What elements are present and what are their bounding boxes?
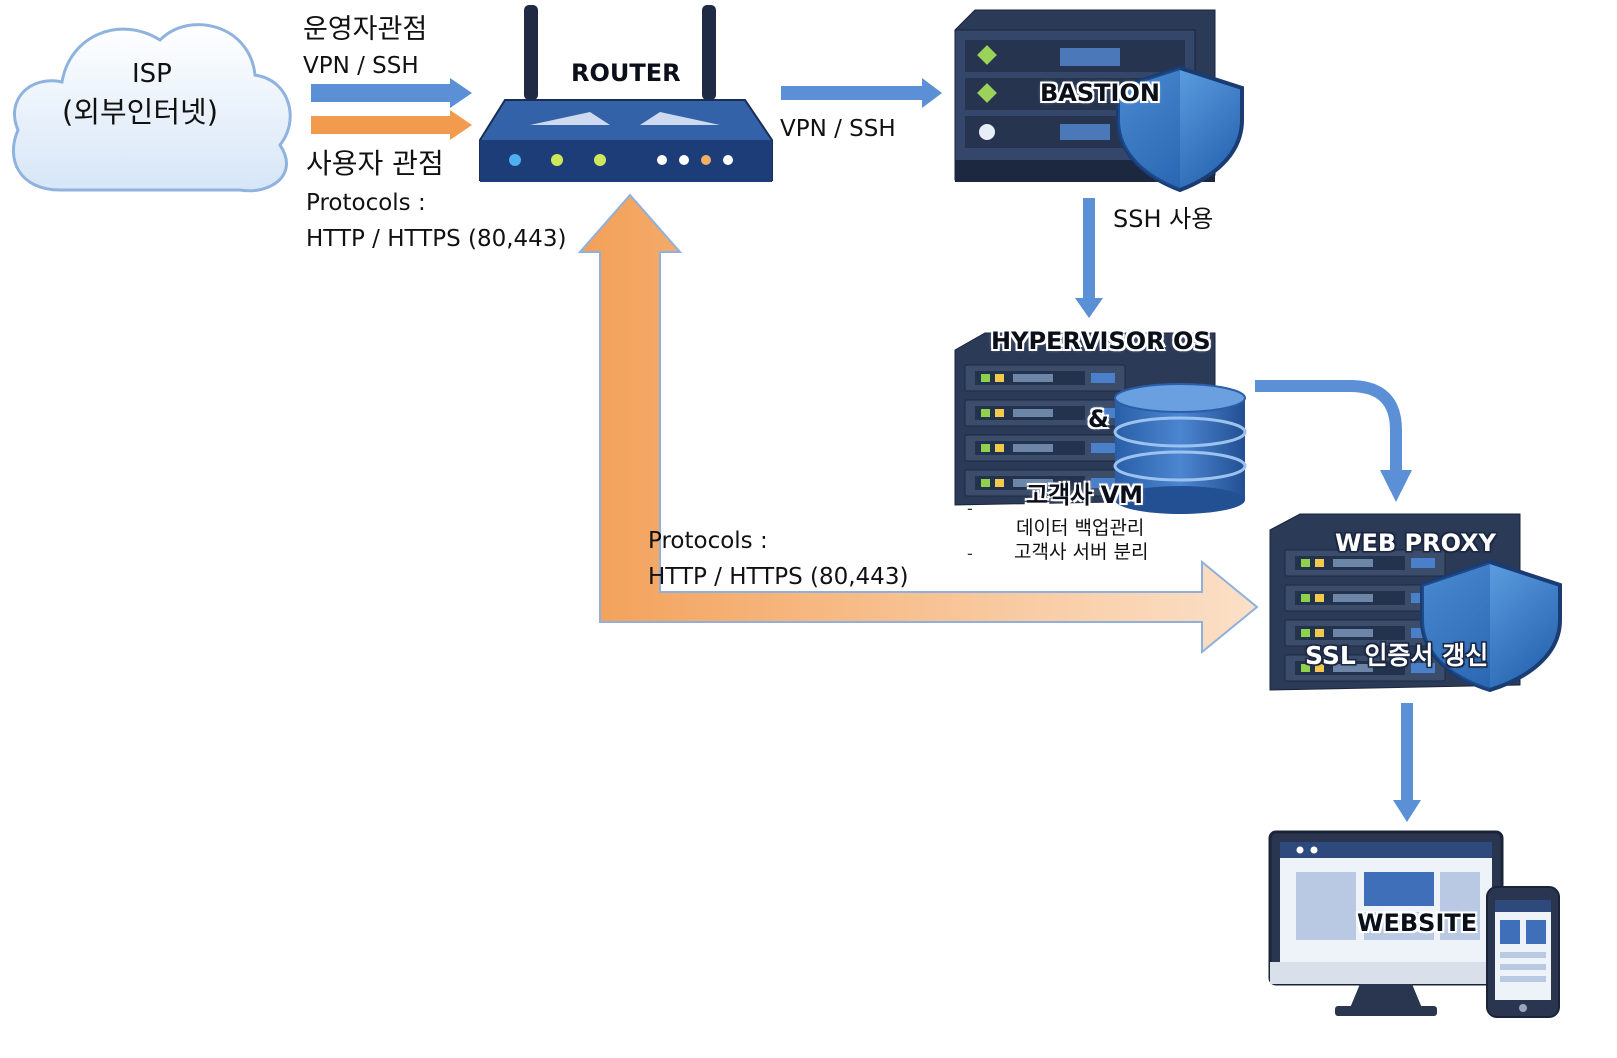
proxy-protocols-label: Protocols : — [648, 528, 768, 554]
ssl-renewal-label: SSL 인증서 갱신 — [1305, 641, 1489, 670]
isp-label: ISP — [132, 59, 172, 89]
operator-arrow — [311, 78, 472, 108]
hypervisor-ampersand: & — [1088, 405, 1109, 433]
operator-protocol-label: VPN / SSH — [303, 53, 419, 79]
web-proxy-label: WEB PROXY — [1335, 529, 1497, 557]
hypervisor-note-backup: 데이터 백업관리 — [1016, 517, 1145, 539]
cloud-icon — [12, 23, 292, 193]
bastion-to-hypervisor-arrow — [1075, 198, 1103, 318]
router-to-bastion-label: VPN / SSH — [780, 116, 896, 142]
isp-sublabel: (외부인터넷) — [62, 95, 219, 129]
hypervisor-to-proxy-arrow — [1255, 380, 1412, 502]
note-bullet: - — [967, 499, 973, 518]
monitor-icon — [1268, 830, 1504, 1016]
user-perspective-label: 사용자 관점 — [306, 147, 444, 180]
router-icon — [479, 5, 773, 182]
note-bullet: - — [967, 544, 973, 563]
bastion-to-hypervisor-label: SSH 사용 — [1113, 205, 1214, 233]
phone-icon — [1486, 886, 1560, 1018]
shield-icon — [1116, 65, 1244, 193]
operator-perspective-label: 운영자관점 — [303, 14, 428, 45]
website-label: WEBSITE — [1357, 909, 1478, 937]
database-icon — [1113, 383, 1247, 514]
bastion-label: BASTION — [1040, 79, 1160, 107]
proxy-return-arrow — [577, 193, 1259, 655]
customer-vm-label: 고객사 VM — [1026, 481, 1144, 509]
router-to-bastion-arrow — [781, 78, 942, 108]
hypervisor-label: HYPERVISOR OS — [991, 327, 1211, 355]
user-arrow — [311, 110, 472, 140]
hypervisor-note-separation: 고객사 서버 분리 — [1014, 541, 1149, 563]
user-protocols-label: Protocols : — [306, 190, 426, 216]
user-protocols-value: HTTP / HTTPS (80,443) — [306, 226, 567, 252]
router-label: ROUTER — [571, 59, 681, 87]
proxy-protocols-value: HTTP / HTTPS (80,443) — [648, 564, 909, 590]
shield-icon — [1420, 559, 1562, 693]
proxy-to-website-arrow — [1393, 703, 1421, 822]
